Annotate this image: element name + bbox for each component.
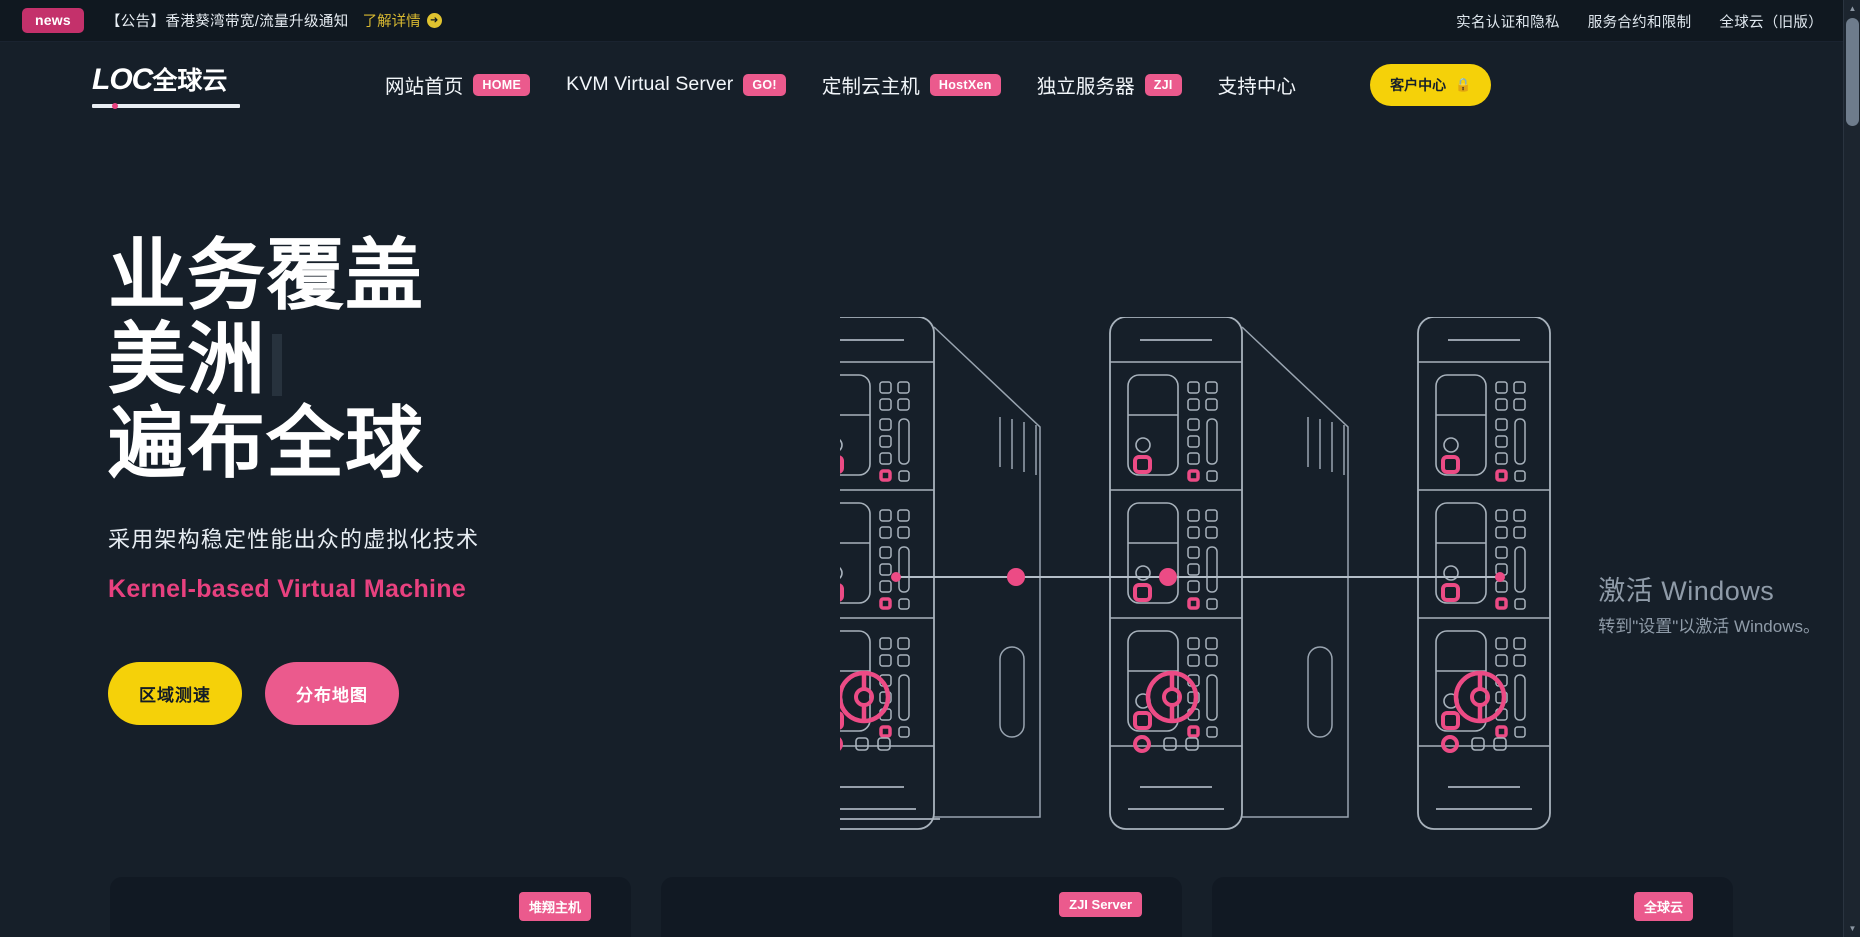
chevron-up-icon[interactable]: ▲	[1848, 3, 1857, 13]
rack-left	[840, 317, 934, 829]
logo-text-cn: 全球云	[152, 67, 228, 95]
windows-activation-watermark: 激活 Windows 转到"设置"以激活 Windows。	[1598, 569, 1820, 637]
typing-caret	[272, 334, 283, 396]
logo-text-loc: LOC	[92, 63, 153, 96]
topbar-link-terms[interactable]: 服务合约和限制	[1587, 14, 1692, 31]
nav-item-kvm[interactable]: KVM Virtual Server GO!	[566, 73, 786, 96]
product-card-3[interactable]: 全球云	[1212, 877, 1733, 937]
topbar-link-legacy[interactable]: 全球云（旧版）	[1719, 14, 1823, 31]
site-logo[interactable]: LOC 全球云	[92, 61, 242, 109]
logo-dot	[112, 103, 118, 109]
watermark-title: 激活 Windows	[1598, 576, 1775, 606]
announcement-more-link[interactable]: 了解详情 ➜	[363, 10, 442, 31]
main-nav: 网站首页 HOME KVM Virtual Server GO! 定制云主机 H…	[385, 63, 1492, 106]
hero-title-line-1: 业务覆盖	[108, 231, 425, 319]
nav-tag-home: HOME	[473, 73, 531, 96]
nav-label-hostxen: 定制云主机	[821, 76, 920, 98]
hero-subtitle: 采用架构稳定性能出众的虚拟化技术	[108, 527, 480, 552]
hero-title-line-2: 美洲	[108, 315, 267, 403]
nav-tag-hostxen: HostXen	[929, 73, 1001, 96]
product-cards-strip: 堆翔主机 ZJI Server 全球云	[0, 877, 1843, 937]
speed-test-button[interactable]: 区域测速	[108, 662, 242, 725]
product-card-1[interactable]: 堆翔主机	[110, 877, 631, 937]
scrollbar-thumb[interactable]	[1846, 18, 1859, 126]
card-badge-1: 堆翔主机	[518, 892, 591, 921]
server-rack-svg	[708, 317, 1740, 837]
card-badge-3: 全球云	[1633, 892, 1693, 921]
customer-center-label: 客户中心	[1390, 76, 1447, 93]
arrow-right-circle-icon: ➜	[426, 13, 442, 28]
topbar-links: 实名认证和隐私 服务合约和限制 全球云（旧版）	[1456, 0, 1823, 42]
news-badge: news	[22, 8, 84, 33]
hero-title-line-2-wrap: 美洲	[108, 317, 479, 401]
nav-tag-zji: ZJI	[1144, 73, 1182, 96]
server-rack-illustration	[708, 317, 1740, 842]
hero-section: 业务覆盖 美洲 遍布全球 采用架构稳定性能出众的虚拟化技术 Kernel-bas…	[0, 127, 1860, 827]
logo-underline	[92, 103, 240, 109]
nav-item-home[interactable]: 网站首页 HOME	[385, 70, 531, 99]
hero-title-line-3: 遍布全球	[108, 399, 425, 487]
customer-center-button[interactable]: 客户中心 🔒	[1370, 63, 1492, 106]
announcement-text: 【公告】香港葵湾带宽/流量升级通知	[105, 14, 349, 30]
page-scrollbar[interactable]: ▲ ▼	[1843, 0, 1860, 937]
nav-label-kvm: KVM Virtual Server	[566, 73, 734, 95]
lock-icon: 🔒	[1455, 76, 1472, 92]
nav-item-hostxen[interactable]: 定制云主机 HostXen	[822, 70, 1001, 99]
site-header: LOC 全球云 网站首页 HOME KVM Virtual Server GO!…	[0, 42, 1843, 127]
nav-label-zji: 独立服务器	[1036, 76, 1135, 98]
nav-label-support: 支持中心	[1217, 76, 1297, 98]
hero-title: 业务覆盖 美洲 遍布全球	[108, 233, 479, 485]
nav-tag-kvm: GO!	[743, 73, 786, 96]
nav-item-zji[interactable]: 独立服务器 ZJI	[1037, 70, 1182, 99]
hero-copy: 业务覆盖 美洲 遍布全球 采用架构稳定性能出众的虚拟化技术 Kernel-bas…	[108, 233, 479, 725]
topbar-link-privacy[interactable]: 实名认证和隐私	[1456, 14, 1560, 31]
chevron-down-icon[interactable]: ▼	[1848, 923, 1857, 933]
card-badge-2: ZJI Server	[1059, 892, 1142, 917]
hero-subtitle-en: Kernel-based Virtual Machine	[108, 575, 467, 603]
watermark-subtitle: 转到"设置"以激活 Windows。	[1598, 617, 1820, 636]
product-card-2[interactable]: ZJI Server	[661, 877, 1182, 937]
announcement-bar: news 【公告】香港葵湾带宽/流量升级通知 了解详情 ➜ 实名认证和隐私 服务…	[0, 0, 1843, 42]
hero-buttons: 区域测速 分布地图	[108, 662, 479, 725]
nav-item-support[interactable]: 支持中心	[1218, 70, 1296, 99]
announcement-more-label: 了解详情	[362, 14, 421, 30]
rack-right	[1418, 317, 1550, 829]
rack-connector-line	[891, 568, 1505, 586]
rack-side-panels	[933, 326, 1349, 818]
distribution-map-button[interactable]: 分布地图	[265, 662, 399, 725]
nav-label-home: 网站首页	[385, 76, 464, 98]
